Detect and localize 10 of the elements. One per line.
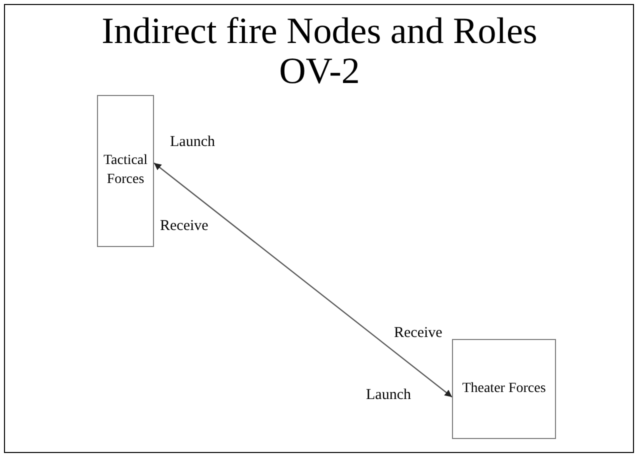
process-box bbox=[97, 95, 154, 247]
diagram-title: Indirect fire Nodes and Roles OV-2 bbox=[100, 12, 538, 92]
role-label: Receive bbox=[160, 218, 208, 235]
double-arrow bbox=[154, 162, 452, 398]
role-label: Launch bbox=[366, 387, 411, 404]
node-label: Tactical Forces bbox=[102, 152, 149, 189]
role-label: Receive bbox=[394, 325, 442, 342]
node-label: Theater Forces bbox=[462, 380, 546, 398]
process-box bbox=[452, 339, 556, 439]
role-label: Launch bbox=[170, 134, 215, 151]
